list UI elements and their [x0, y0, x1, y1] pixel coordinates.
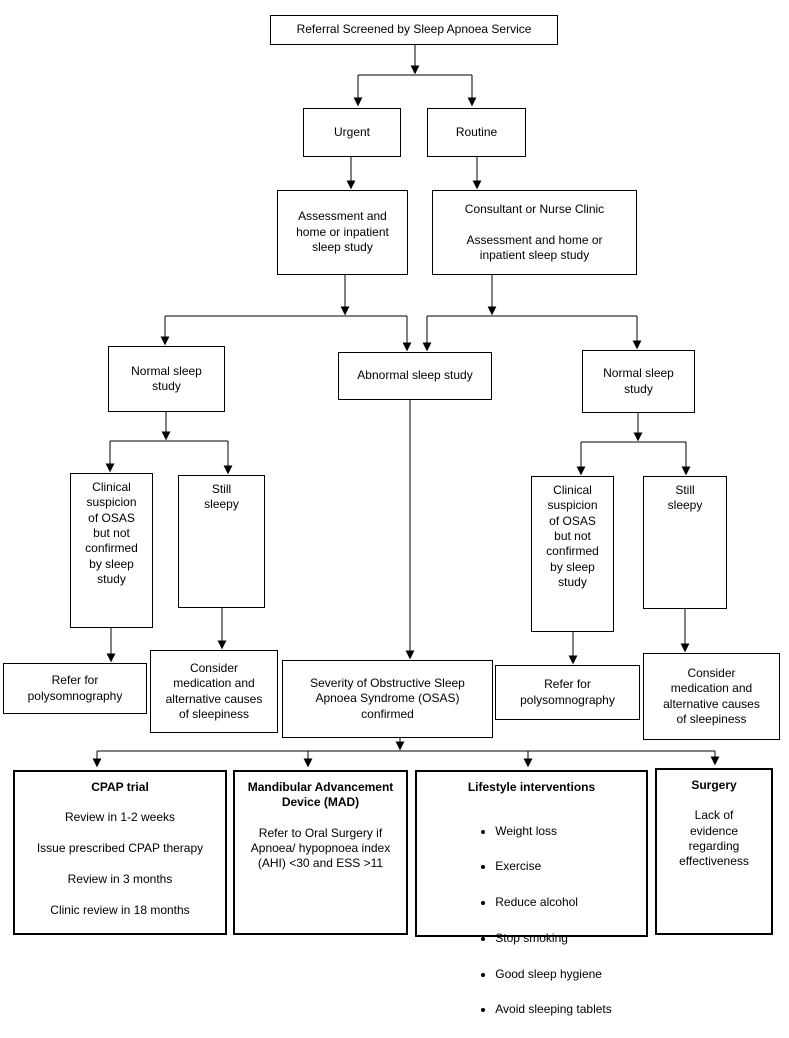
node-consider-medication-left: Consider medication and alternative caus… [150, 650, 278, 733]
node-still-sleepy-right-label: Still sleepy [667, 483, 703, 513]
list-item: Reduce alcohol [495, 895, 612, 910]
list-item: Good sleep hygiene [495, 967, 612, 982]
node-still-sleepy-left-label: Still sleepy [204, 482, 239, 512]
node-clinical-suspicion-right: Clinical suspicion of OSAS but not confi… [531, 476, 614, 632]
node-normal-sleep-study-right: Normal sleep study [582, 350, 695, 413]
node-lifestyle-interventions-title: Lifestyle interventions [467, 780, 596, 794]
node-referral: Referral Screened by Sleep Apnoea Servic… [270, 15, 558, 45]
node-clinic-routine-label: Consultant or Nurse Clinic Assessment an… [464, 201, 605, 262]
node-mad-body: Refer to Oral Surgery if Apnoea/ hypopno… [250, 825, 391, 871]
node-abnormal-sleep-study-label: Abnormal sleep study [357, 368, 473, 383]
node-cpap-trial: CPAP trial Review in 1-2 weeks Issue pre… [13, 770, 227, 935]
node-assessment-urgent: Assessment and home or inpatient sleep s… [277, 190, 408, 275]
node-surgery-title: Surgery [691, 778, 737, 792]
node-abnormal-sleep-study: Abnormal sleep study [338, 352, 492, 400]
node-routine-label: Routine [455, 124, 498, 139]
node-clinical-suspicion-left: Clinical suspicion of OSAS but not confi… [70, 473, 153, 628]
node-surgery: Surgery Lack of evidence regarding effec… [655, 768, 773, 935]
list-item: Weight loss [495, 824, 612, 839]
flow-connectors [92, 45, 720, 768]
node-normal-sleep-study-right-label: Normal sleep study [603, 366, 674, 396]
node-mad-title: Mandibular Advancement Device (MAD) [247, 780, 394, 810]
node-still-sleepy-right: Still sleepy [643, 476, 727, 609]
node-consider-medication-right-label: Consider medication and alternative caus… [663, 665, 760, 726]
node-mad: Mandibular Advancement Device (MAD) Refe… [233, 770, 408, 935]
node-referral-label: Referral Screened by Sleep Apnoea Servic… [296, 22, 532, 37]
node-refer-polysomnography-right-label: Refer for polysomnography [520, 677, 615, 707]
lifestyle-bullet-list: Weight loss Exercise Reduce alcohol Stop… [451, 808, 612, 1038]
node-cpap-trial-body: Review in 1-2 weeks Issue prescribed CPA… [36, 810, 204, 917]
node-assessment-urgent-label: Assessment and home or inpatient sleep s… [296, 209, 389, 255]
node-lifestyle-interventions: Lifestyle interventions Weight loss Exer… [415, 770, 648, 1016]
list-item: Exercise [495, 859, 612, 874]
node-cpap-trial-title: CPAP trial [91, 780, 149, 794]
node-clinical-suspicion-left-label: Clinical suspicion of OSAS but not confi… [85, 480, 138, 587]
flowchart-page: { "nodes": { "referral": { "label": "Ref… [0, 0, 789, 947]
node-normal-sleep-study-left: Normal sleep study [108, 346, 225, 412]
node-severity-confirmed-label: Severity of Obstructive Sleep Apnoea Syn… [310, 675, 465, 721]
node-surgery-body: Lack of evidence regarding effectiveness [679, 808, 749, 869]
node-normal-sleep-study-left-label: Normal sleep study [131, 363, 202, 393]
node-severity-confirmed: Severity of Obstructive Sleep Apnoea Syn… [282, 660, 493, 738]
node-refer-polysomnography-right: Refer for polysomnography [495, 665, 640, 720]
node-still-sleepy-left: Still sleepy [178, 475, 265, 608]
node-consider-medication-left-label: Consider medication and alternative caus… [165, 660, 263, 721]
list-item: Avoid sleeping tablets [495, 1002, 612, 1017]
node-clinical-suspicion-right-label: Clinical suspicion of OSAS but not confi… [546, 483, 599, 590]
node-urgent: Urgent [303, 108, 401, 157]
node-consider-medication-right: Consider medication and alternative caus… [643, 653, 780, 740]
node-clinic-routine: Consultant or Nurse Clinic Assessment an… [432, 190, 637, 275]
node-refer-polysomnography-left-label: Refer for polysomnography [27, 673, 123, 703]
node-routine: Routine [427, 108, 526, 157]
list-item: Stop smoking [495, 931, 612, 946]
node-refer-polysomnography-left: Refer for polysomnography [3, 663, 147, 714]
node-urgent-label: Urgent [333, 124, 371, 139]
